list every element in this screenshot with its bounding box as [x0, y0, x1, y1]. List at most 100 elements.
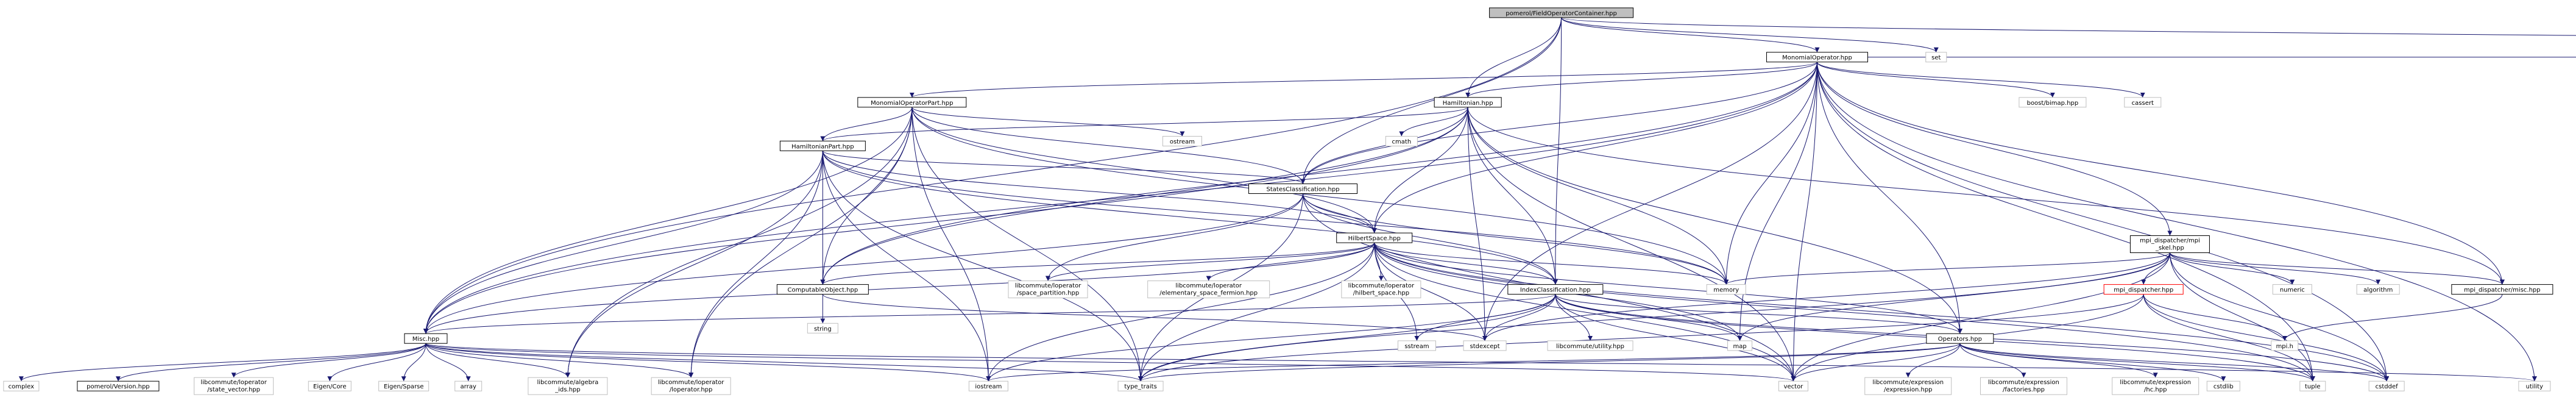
header-node-compobj[interactable]: ComputableObject.hpp — [776, 284, 869, 295]
dependency-edge — [1817, 62, 2315, 382]
node-label: set — [1931, 55, 1941, 62]
header-node-operators[interactable]: Operators.hpp — [1926, 333, 1994, 344]
dependency-edge — [2169, 252, 2505, 285]
node-label: cmath — [1392, 139, 1412, 146]
dependency-edge — [565, 151, 823, 378]
dependency-edge — [1371, 107, 1468, 234]
node-label: HilbertSpace.hpp — [1348, 235, 1401, 242]
dependency-edge — [1959, 343, 2026, 378]
dependency-edge — [423, 107, 1468, 334]
node-label: /loperator.hpp — [670, 387, 712, 393]
dependency-edge — [910, 62, 1818, 98]
node-label: MonomialOperatorPart.hpp — [871, 100, 953, 107]
dependency-edge — [1374, 243, 1796, 382]
header-node-monomialop[interactable]: MonomialOperator.hpp — [1766, 52, 1869, 63]
dependency-edge — [1561, 17, 2576, 36]
dependency-edge — [2169, 252, 2315, 382]
header-node-lcutility: libcommute/utility.hpp — [1547, 340, 1633, 351]
dependency-edge — [820, 242, 1375, 285]
header-node-exprhc: libcommute/expression/hc.hpp — [2112, 377, 2199, 395]
node-label: cstddef — [2376, 384, 2398, 390]
dependency-edge — [822, 151, 1558, 285]
dependency-edge — [1817, 62, 2055, 98]
header-node-monomialoppart[interactable]: MonomialOperatorPart.hpp — [857, 97, 967, 108]
dependency-edge — [1374, 243, 2315, 382]
header-node-root[interactable]: pomerol/FieldOperatorContainer.hpp — [1489, 7, 1634, 18]
dependency-edge — [1817, 62, 2537, 382]
dependency-edge — [1482, 252, 2170, 341]
header-node-loperator: libcommute/loperator/loperator.hpp — [651, 377, 731, 395]
dependency-edge — [1303, 193, 1729, 285]
dependency-edge — [1959, 343, 2389, 382]
header-node-hamiltonian[interactable]: Hamiltonian.hpp — [1434, 97, 1502, 108]
dependency-edge — [2143, 294, 2287, 341]
header-node-mpidisp: mpi_dispatcher.hpp — [2103, 284, 2184, 295]
header-node-indexcl[interactable]: IndexClassification.hpp — [1507, 284, 1604, 295]
dependency-edge — [2282, 294, 2503, 341]
node-label: libcommute/algebra — [537, 379, 598, 386]
dependency-edge — [1817, 62, 1962, 334]
dependency-edge — [1138, 294, 1556, 382]
dependency-edge — [1303, 193, 1377, 234]
header-node-exprfact: libcommute/expression/factories.hpp — [1980, 377, 2067, 395]
node-label: libcommute/loperator — [200, 379, 267, 386]
dependency-edge — [1138, 243, 1375, 382]
dependency-edge — [2169, 252, 2295, 285]
dependency-edge — [822, 151, 1729, 285]
node-label: array — [461, 384, 476, 390]
node-label: type_traits — [1124, 384, 1156, 390]
dependency-edge — [425, 343, 991, 382]
dependency-edge — [1791, 252, 2170, 382]
node-label: /hc.hpp — [2144, 387, 2167, 393]
node-label: iostream — [975, 384, 1002, 390]
header-node-bimap: boost/bimap.hpp — [2019, 97, 2087, 108]
dependency-edge — [820, 107, 1468, 141]
dependency-edge — [401, 343, 426, 382]
dependency-edge — [1737, 252, 2170, 341]
dependency-edge — [820, 107, 913, 141]
header-node-hampart[interactable]: HamiltonianPart.hpp — [779, 140, 866, 151]
header-node-hilbertlc: libcommute/loperator/hilbert_space.hpp — [1341, 280, 1421, 299]
dependency-edge — [1467, 107, 2505, 285]
header-node-statevec: libcommute/loperator/state_vector.hpp — [194, 377, 274, 395]
header-node-misc[interactable]: Misc.hpp — [404, 333, 448, 344]
header-node-mpiskel[interactable]: mpi_dispatcher/mpi_skel.hpp — [2129, 235, 2210, 253]
dependency-edge — [911, 107, 1306, 184]
dependency-edge — [1206, 242, 1375, 281]
dependency-edge — [19, 343, 426, 382]
dependency-edge — [425, 343, 471, 382]
node-label: tuple — [2305, 384, 2321, 390]
node-label: libcommute/expression — [2120, 379, 2191, 386]
dependency-edge — [1374, 243, 1488, 341]
node-label: cassert — [2132, 100, 2154, 107]
header-node-hilbert[interactable]: HilbertSpace.hpp — [1336, 232, 1413, 243]
header-node-spacepart: libcommute/loperator/space_partition.hpp — [1008, 280, 1088, 299]
dependency-edge — [1399, 107, 1468, 137]
dependency-edge — [1303, 193, 1558, 285]
header-node-stdexcept: stdexcept — [1463, 340, 1507, 351]
header-node-sstream: sstream — [1397, 340, 1436, 351]
dependency-edge — [425, 343, 1796, 382]
node-label: algorithm — [2363, 287, 2393, 294]
node-label: /state_vector.hpp — [207, 387, 260, 393]
header-node-array: array — [455, 380, 483, 391]
node-label: memory — [1713, 287, 1739, 294]
node-label: cstdlib — [2213, 384, 2234, 390]
header-node-typetraits: type_traits — [1117, 380, 1164, 391]
header-node-numeric: numeric — [2272, 284, 2312, 295]
dependency-edge — [2143, 294, 2315, 382]
dependency-edge — [1374, 242, 1729, 285]
header-node-elemfermion: libcommute/loperator/elementary_space_fe… — [1147, 280, 1270, 299]
dependency-edge — [1817, 62, 2390, 382]
dependency-edge — [822, 151, 1144, 382]
header-node-version[interactable]: pomerol/Version.hpp — [77, 380, 160, 391]
dependency-edge — [423, 62, 1818, 334]
header-node-mpimisc[interactable]: mpi_dispatcher/misc.hpp — [2451, 284, 2553, 295]
header-node-statescl[interactable]: StatesClassification.hpp — [1248, 184, 1358, 194]
node-label: /factories.hpp — [2003, 387, 2045, 393]
header-node-eigencore: Eigen/Core — [308, 380, 352, 391]
header-node-iostream: iostream — [968, 380, 1008, 391]
node-label: sstream — [1404, 343, 1429, 350]
dependency-edge — [2169, 252, 2390, 382]
